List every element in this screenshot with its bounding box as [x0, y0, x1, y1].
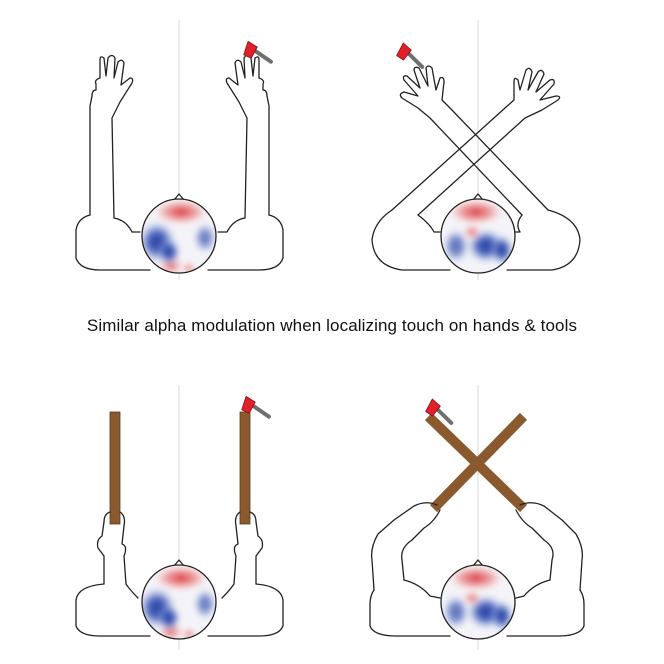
- panel-hands-uncrossed: [75, 20, 284, 280]
- right-arm-outline: [225, 54, 270, 219]
- crossing-arm-left-hand: [399, 65, 549, 216]
- figure-caption: Similar alpha modulation when localizing…: [86, 316, 578, 335]
- panel-tools-uncrossed: [75, 385, 284, 650]
- crossing-arm-right-hand: [391, 67, 561, 216]
- tool-stick-left: [109, 411, 121, 525]
- eeg-topography-map: [438, 559, 518, 642]
- shoulders-outline: [371, 209, 581, 271]
- panel-hands-crossed: [371, 20, 581, 280]
- left-hand-outline: [370, 502, 441, 591]
- shoulders-outline: [75, 583, 284, 637]
- left-hand-outline: [96, 511, 127, 585]
- eeg-topography-map: [438, 193, 518, 276]
- eeg-topography-map: [137, 193, 219, 276]
- tactile-stimulator-icon: [393, 40, 430, 69]
- shoulders-outline: [75, 214, 284, 271]
- left-arm-outline: [89, 54, 134, 219]
- tool-stick-right: [429, 412, 528, 513]
- right-hand-outline: [515, 502, 584, 591]
- eeg-topography-map: [137, 559, 219, 642]
- shoulders-outline: [369, 579, 585, 637]
- tool-stick-right: [239, 411, 251, 525]
- right-hand-outline: [233, 511, 264, 585]
- panel-tools-crossed: [369, 385, 585, 650]
